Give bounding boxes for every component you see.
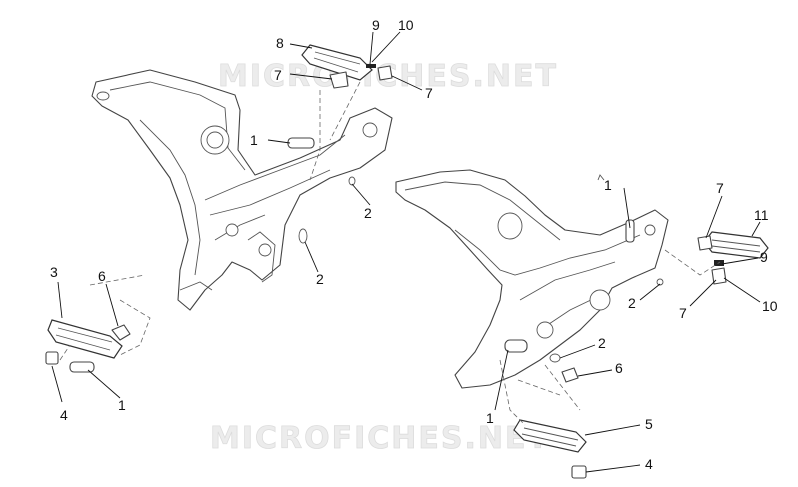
footpeg-rubber-5 xyxy=(513,419,587,453)
left-footrest-bracket xyxy=(91,69,393,311)
callout-4: 4 xyxy=(645,456,653,472)
callout-labels: 1 1 1 1 2 2 2 2 3 4 4 5 6 6 7 7 7 7 8 9 … xyxy=(50,17,778,472)
callout-2: 2 xyxy=(628,295,636,311)
callout-2: 2 xyxy=(316,271,324,287)
right-footrest-bracket xyxy=(395,169,669,389)
callout-7: 7 xyxy=(425,85,433,101)
clip-part-2 xyxy=(298,176,664,363)
callout-1: 1 xyxy=(604,177,612,193)
callout-4: 4 xyxy=(60,407,68,423)
screw-part-4 xyxy=(45,351,587,479)
callout-2: 2 xyxy=(598,335,606,351)
callout-9: 9 xyxy=(372,17,380,33)
pin-part-1 xyxy=(69,137,635,373)
callout-1: 1 xyxy=(486,410,494,426)
spring-part-6 xyxy=(111,324,579,383)
callout-8: 8 xyxy=(276,35,284,51)
footpeg-rubber-11 xyxy=(703,231,769,259)
callout-6: 6 xyxy=(615,360,623,376)
footpeg-rubber-8 xyxy=(301,44,373,81)
callout-7: 7 xyxy=(274,67,282,83)
callout-6: 6 xyxy=(98,268,106,284)
callout-leaders xyxy=(51,31,761,473)
callout-7: 7 xyxy=(716,180,724,196)
callout-1: 1 xyxy=(118,397,126,413)
callout-10: 10 xyxy=(762,298,778,314)
assembly-guide-lines xyxy=(59,81,721,426)
callout-7: 7 xyxy=(679,305,687,321)
callout-2: 2 xyxy=(364,205,372,221)
watermark-bottom: MICROFICHES.NET xyxy=(210,421,550,456)
callout-1: 1 xyxy=(250,132,258,148)
callout-3: 3 xyxy=(50,264,58,280)
footpeg-rubber-3 xyxy=(47,319,123,359)
callout-9: 9 xyxy=(760,249,768,265)
callout-11: 11 xyxy=(754,207,769,223)
callout-5: 5 xyxy=(645,416,653,432)
callout-10: 10 xyxy=(398,17,414,33)
